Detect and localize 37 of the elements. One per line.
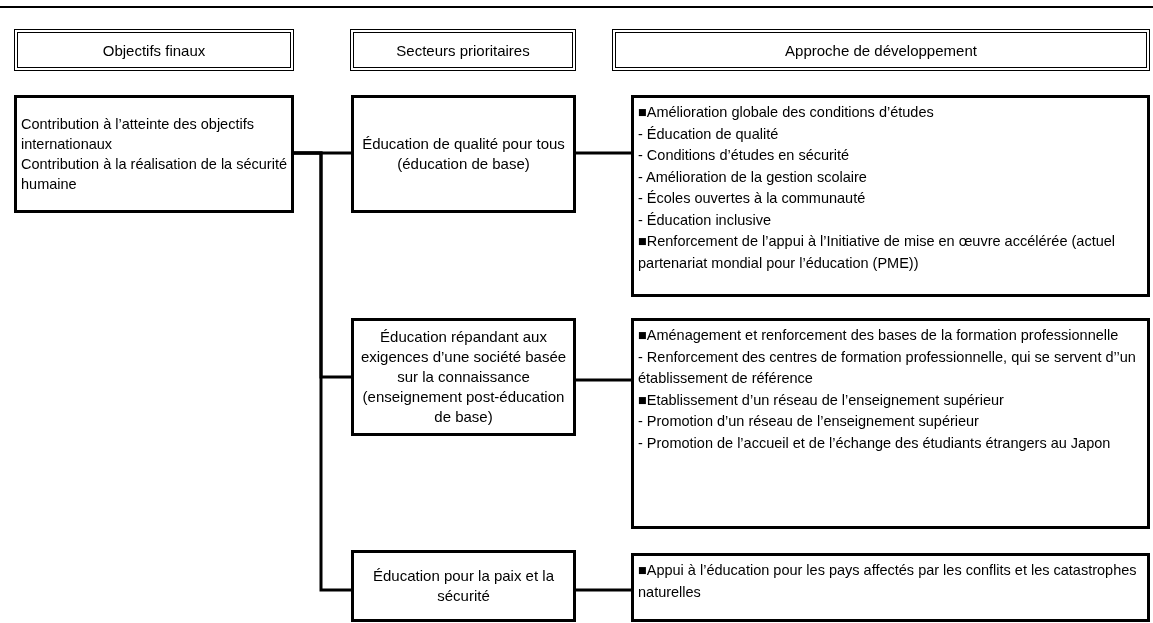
approach-box (631, 318, 1150, 529)
approach-box (631, 553, 1150, 622)
sector-box (351, 550, 576, 622)
node-text: Contribution à la réalisation de la sécurité humaine (21, 155, 287, 194)
node-text: ■Renforcement de l’appui à l’Initiative de mise en œuvre accélérée (actuel partenariat mondial pour l’éducation (PME)) (638, 232, 1117, 273)
column-header-box (14, 29, 294, 71)
sector-box (351, 318, 576, 436)
column-header-box (350, 29, 576, 71)
sector-box (351, 95, 576, 213)
node-text: Éducation de qualité pour tous (361, 134, 566, 154)
approach-box (631, 95, 1150, 297)
connector-line (576, 588, 631, 592)
node-text: - Promotion d’un réseau de l’enseignement supérieur (638, 412, 980, 431)
connector-line (576, 378, 631, 382)
node-text: Éducation pour la paix et la sécurité (372, 566, 555, 606)
goal-box (14, 95, 294, 213)
column-header-box (612, 29, 1150, 71)
connector-line (294, 151, 351, 592)
node-text: Éducation répandant aux exigences d’une société basée sur la connaissance (359, 327, 568, 387)
node-text: - Promotion de l’accueil et de l’échange des étudiants étrangers au Japon (638, 433, 1112, 453)
node-text: ■Amélioration globale des conditions d’études (638, 103, 935, 122)
node-text: Objectifs finaux (101, 41, 207, 59)
node-text: - Amélioration de la gestion scolaire (638, 167, 868, 187)
node-text: Approche de développement (784, 41, 978, 59)
node-text: - Éducation de qualité (638, 124, 780, 144)
connector-line (576, 151, 631, 155)
node-text: ■Etablissement d’un réseau de l’enseignement supérieur (638, 390, 1005, 410)
node-text: - Écoles ouvertes à la communauté (638, 189, 867, 208)
node-text: ■Aménagement et renforcement des bases de la formation professionnelle (638, 326, 1120, 345)
node-text: ■Appui à l’éducation pour les pays affectés par les conflits et les catastrophes naturelles (638, 561, 1138, 602)
node-text: - Éducation inclusive (638, 210, 772, 230)
node-text: - Renforcement des centres de formation professionnelle, qui se servent d’’un établissement de référence (638, 347, 1137, 388)
node-text: (éducation de base) (396, 154, 531, 174)
node-text: Secteurs prioritaires (395, 41, 531, 59)
node-text: (enseignement post-éducation de base) (361, 387, 566, 427)
node-text: - Conditions d’études en sécurité (638, 146, 851, 165)
node-text: Contribution à l’atteinte des objectifs internationaux (21, 115, 255, 154)
